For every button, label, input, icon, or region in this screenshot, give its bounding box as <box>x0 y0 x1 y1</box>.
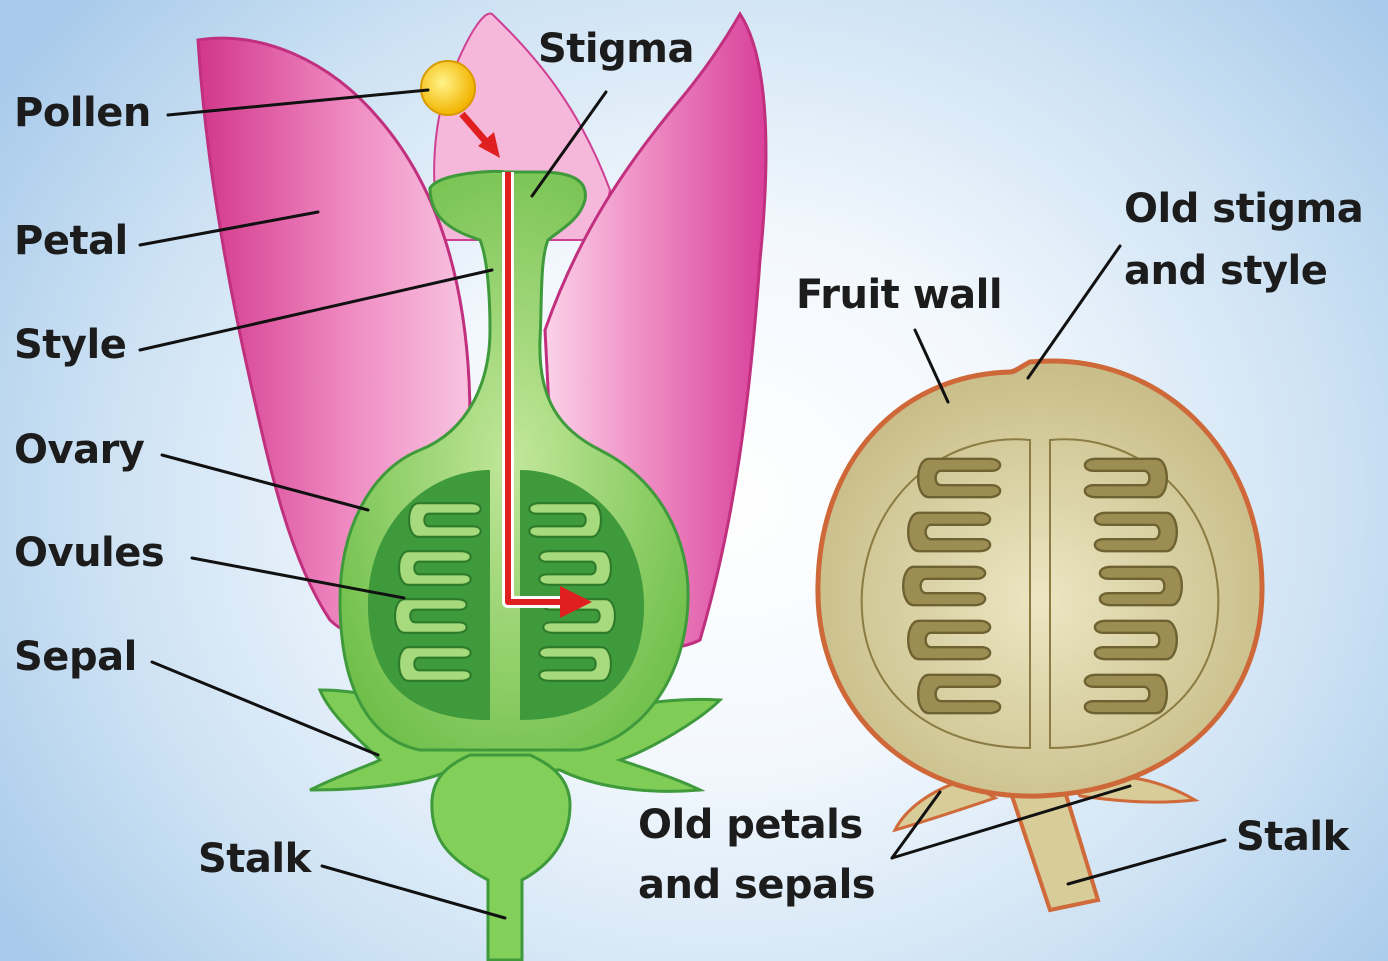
label-old-petals-line1: Old petals <box>638 798 863 852</box>
label-ovary: Ovary <box>14 423 144 477</box>
label-petal: Petal <box>14 214 128 268</box>
label-old-stigma-line2: and style <box>1124 244 1327 298</box>
fruit-diagram <box>818 361 1262 910</box>
pollen-grain <box>421 61 475 115</box>
label-old-stigma-line1: Old stigma <box>1124 182 1363 236</box>
fruit-stalk-leader <box>1068 840 1225 884</box>
label-fruit-wall: Fruit wall <box>796 268 1002 322</box>
label-fruit-stalk: Stalk <box>1236 810 1349 864</box>
label-ovules: Ovules <box>14 526 164 580</box>
label-stigma: Stigma <box>538 22 694 76</box>
flower-stalk <box>432 755 570 960</box>
fruit-body <box>818 361 1262 796</box>
label-pollen: Pollen <box>14 86 151 140</box>
label-flower-stalk: Stalk <box>198 832 311 886</box>
old-stigma-leader <box>1028 246 1120 378</box>
label-style: Style <box>14 318 126 372</box>
label-sepal: Sepal <box>14 630 137 684</box>
label-old-petals-line2: and sepals <box>638 858 875 912</box>
